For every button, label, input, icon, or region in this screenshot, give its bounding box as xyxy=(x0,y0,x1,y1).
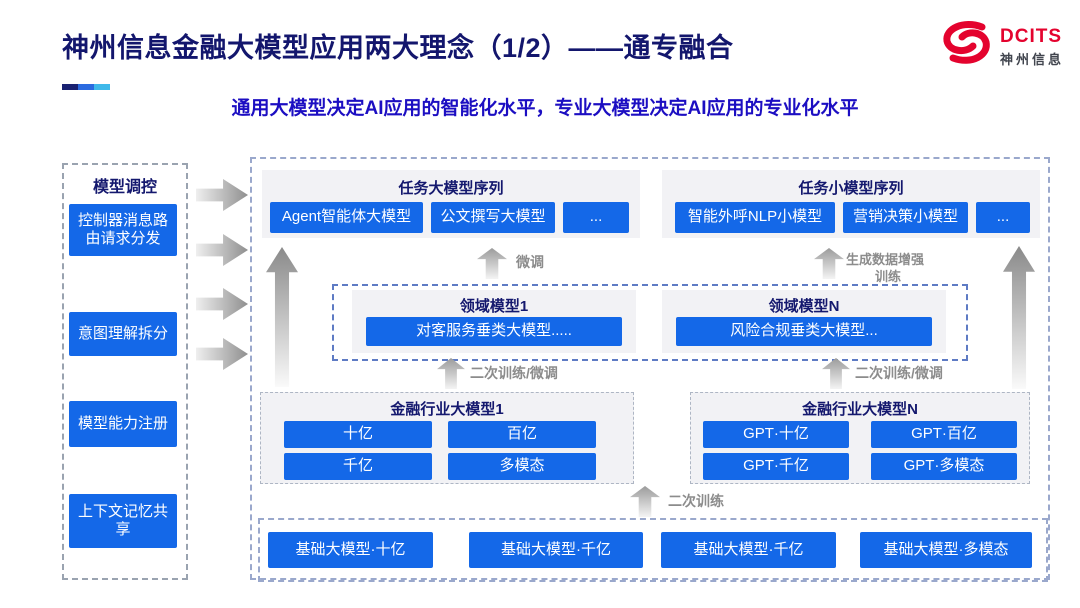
domain-model-container xyxy=(332,284,968,361)
right-arrow-icon xyxy=(196,234,248,266)
logo-brand-cn: 神州信息 xyxy=(1000,52,1065,67)
title-underline-segment xyxy=(62,84,78,90)
model-chip-10b: 百亿 xyxy=(448,421,596,448)
finetune-label: 微调 xyxy=(516,254,544,270)
secondary-ft-left-label: 二次训练/微调 xyxy=(470,365,558,381)
dcits-swirl-icon xyxy=(936,18,998,68)
right-arrow-icon xyxy=(196,288,248,320)
sidebar-item-router: 控制器消息路 由请求分发 xyxy=(69,204,177,256)
model-chip-gpt-1b: GPT·十亿 xyxy=(703,421,849,448)
gen-data-label-line2: 训练 xyxy=(874,269,901,284)
domain-panel-1-title: 领域模型1 xyxy=(459,298,529,315)
model-chip-gpt-10b: GPT·百亿 xyxy=(871,421,1017,448)
sidebar-title: 模型调控 xyxy=(92,179,157,196)
base-model-chip-1b: 基础大模型·十亿 xyxy=(268,532,433,568)
model-chip-risk-compliance: 风险合规垂类大模型... xyxy=(676,317,932,346)
secondary-ft-right-label: 二次训练/微调 xyxy=(855,365,943,381)
right-arrow-icon xyxy=(196,179,248,211)
model-chip-multimodal: 多模态 xyxy=(448,453,596,480)
model-chip-customer-service: 对客服务垂类大模型..... xyxy=(366,317,622,346)
subtitle: 通用大模型决定AI应用的智能化水平，专业大模型决定AI应用的专业化水平 xyxy=(231,98,859,119)
model-chip-agent: Agent智能体大模型 xyxy=(270,202,423,233)
title-underline-segment xyxy=(94,84,110,90)
task-small-panel-title: 任务小模型序列 xyxy=(798,180,904,197)
model-chip-document: 公文撰写大模型 xyxy=(431,202,555,233)
model-chip-nlp-outbound: 智能外呼NLP小模型 xyxy=(675,202,835,233)
model-chip-marketing: 营销决策小模型 xyxy=(843,202,968,233)
domain-panel-n-title: 领域模型N xyxy=(768,298,840,315)
model-chip-100b: 千亿 xyxy=(284,453,432,480)
sidebar-item-intent: 意图理解拆分 xyxy=(69,312,177,356)
task-large-panel-title: 任务大模型序列 xyxy=(398,180,504,197)
base-model-chip-100b-b: 基础大模型·千亿 xyxy=(661,532,836,568)
industry-panel-1-title: 金融行业大模型1 xyxy=(390,401,504,418)
page-title: 神州信息金融大模型应用两大理念（1/2）——通专融合 xyxy=(62,33,734,63)
model-chip-ellipsis: ... xyxy=(976,202,1030,233)
sidebar-item-registry: 模型能力注册 xyxy=(69,401,177,447)
industry-panel-n-title: 金融行业大模型N xyxy=(802,401,918,418)
gen-data-label-line1: 生成数据增强 xyxy=(846,252,925,267)
main-architecture-container xyxy=(250,157,1050,580)
sidebar-item-context: 上下文记忆共 享 xyxy=(69,494,177,548)
title-underline-segment xyxy=(78,84,94,90)
logo-brand-text: DCITS xyxy=(1000,26,1062,47)
model-chip-gpt-100b: GPT·千亿 xyxy=(703,453,849,480)
secondary-training-label: 二次训练 xyxy=(668,493,724,509)
base-model-chip-100b-a: 基础大模型·千亿 xyxy=(469,532,643,568)
base-model-chip-multimodal: 基础大模型·多模态 xyxy=(860,532,1032,568)
right-arrow-icon xyxy=(196,338,248,370)
model-chip-1b: 十亿 xyxy=(284,421,432,448)
model-chip-gpt-multimodal: GPT·多模态 xyxy=(871,453,1017,480)
base-model-container xyxy=(258,518,1048,582)
model-chip-ellipsis: ... xyxy=(563,202,629,233)
model-control-sidebar: 模型调控 xyxy=(62,163,188,580)
